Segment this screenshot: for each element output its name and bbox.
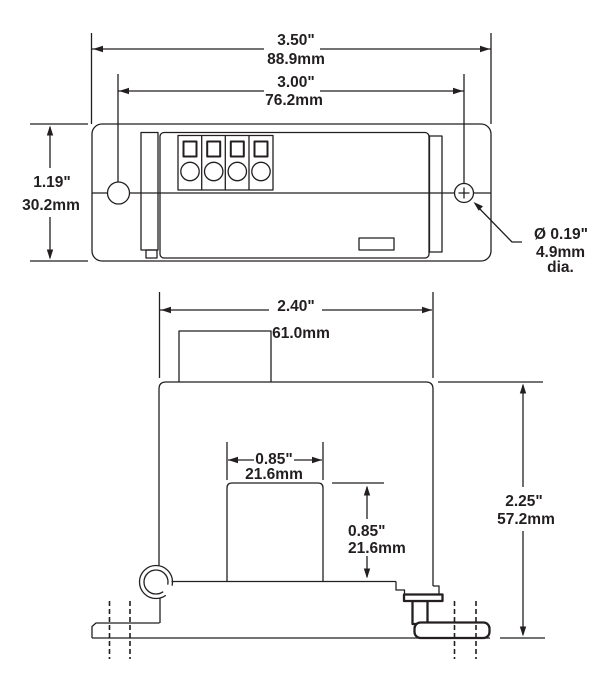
dim-inner-width: 3.00" 76.2mm (117, 74, 465, 184)
dim-side-width: 2.40" 61.0mm (158, 292, 434, 378)
screw-centerlines (108, 601, 477, 659)
body-outline (158, 381, 434, 586)
dim-height-in: 1.19" (33, 174, 71, 191)
terminal-window (229, 140, 245, 158)
dim-outer-width: 3.50" 88.9mm (90, 32, 492, 124)
dim-pocket-width-mm: 21.6mm (245, 466, 303, 483)
dim-height-mm: 30.2mm (22, 197, 80, 214)
hole-diameter-callout: Ø 0.19" 4.9mm dia. (473, 202, 588, 276)
mounting-hole-right (453, 182, 475, 204)
dim-pocket-height: 0.85" 21.6mm (332, 482, 406, 579)
terminal-window (182, 140, 198, 158)
terminal-screw (180, 161, 200, 182)
hole-diameter-suffix: dia. (547, 259, 574, 276)
dim-side-height-mm: 57.2mm (497, 511, 555, 528)
latch-step-lines (395, 581, 440, 595)
dim-side-height: 2.25" 57.2mm (438, 381, 555, 639)
hole-diameter-mm: 4.9mm (536, 244, 585, 261)
din-hook (138, 564, 178, 601)
terminal-window (253, 140, 269, 158)
dim-pocket-width-in: 0.85" (255, 451, 293, 468)
dim-inner-width-mm: 76.2mm (265, 92, 323, 109)
terminal-screw (251, 161, 271, 182)
hole-diameter-in: Ø 0.19" (534, 226, 588, 243)
dim-pocket-height-mm: 21.6mm (348, 540, 406, 557)
top-protrusion (178, 330, 272, 382)
mounting-hole-left (106, 181, 131, 205)
terminal-window (206, 140, 222, 158)
label-slot (358, 237, 395, 251)
dim-side-height-in: 2.25" (505, 493, 543, 510)
dim-outer-width-in: 3.50" (277, 32, 315, 49)
terminal-screw (227, 161, 248, 182)
dim-pocket-width: 0.85" 21.6mm (226, 442, 324, 483)
dim-side-width-in: 2.40" (277, 298, 315, 315)
terminal-block (177, 134, 274, 191)
dim-height: 1.19" 30.2mm (22, 123, 88, 262)
left-clip-tab (140, 131, 159, 259)
dim-outer-width-mm: 88.9mm (267, 51, 325, 68)
top-view: 3.50" 88.9mm 3.00" 76.2mm 1.19" 30.2mm Ø… (22, 32, 588, 276)
device-body (159, 131, 430, 259)
dim-pocket-height-in: 0.85" (348, 523, 386, 540)
crosshair-icon (458, 187, 470, 199)
dim-inner-width-in: 3.00" (277, 74, 315, 91)
dim-side-width-mm: 61.0mm (272, 325, 330, 342)
right-clip-tab (428, 135, 443, 253)
core-pocket (226, 482, 324, 581)
din-latch (402, 593, 491, 640)
terminal-screw (203, 161, 224, 182)
side-view: 2.40" 61.0mm 0.85" 21.6mm 0.85" 21.6mm (91, 292, 555, 659)
